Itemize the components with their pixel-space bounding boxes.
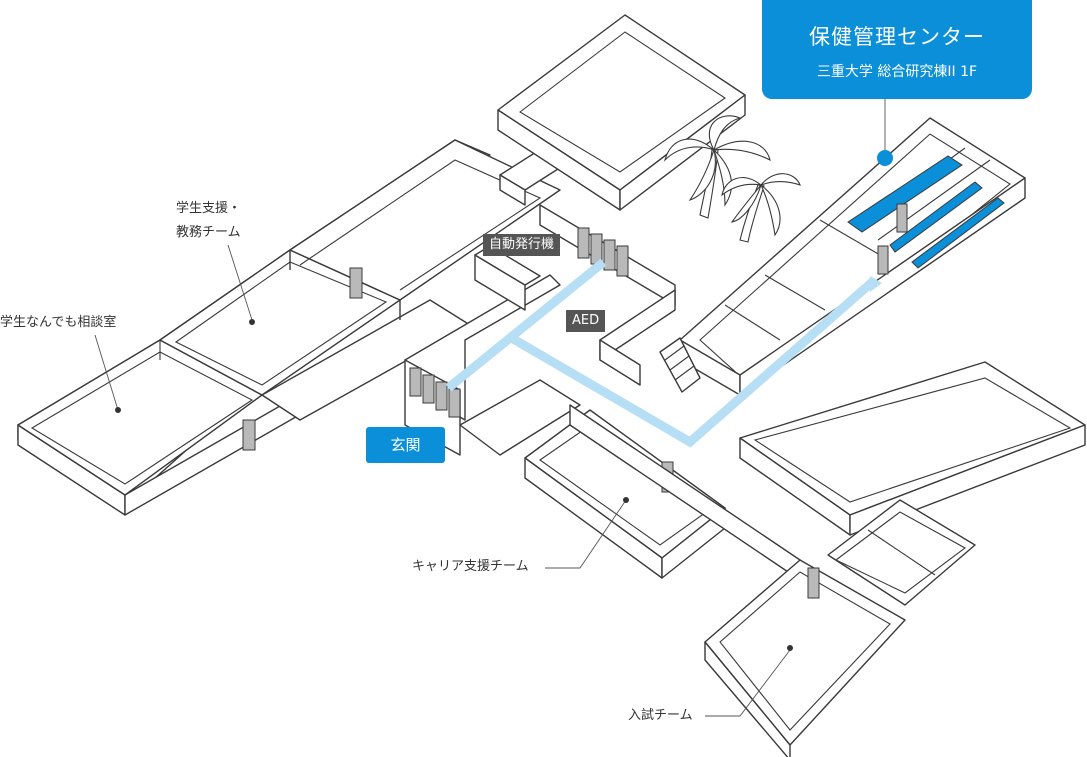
door-left-wing (242, 419, 256, 451)
label-ticket-machine: 自動発行機 (483, 234, 561, 256)
label-admissions: 入試チーム (628, 708, 693, 723)
label-aed: AED (566, 310, 606, 332)
facility-banner: 保健管理センター 三重大学 総合研究棟II 1F (762, 0, 1032, 99)
door-student-support (349, 267, 363, 299)
location-marker-icon (877, 150, 893, 166)
route-to-health-center (508, 277, 877, 448)
facility-location: 三重大学 総合研究棟II 1F (816, 64, 978, 80)
stairs-icon (659, 337, 701, 393)
lower-right-building (704, 361, 1086, 757)
entrance-block (404, 274, 581, 456)
left-wing (17, 139, 561, 516)
label-consultation-room: 学生なんでも相談室 (0, 315, 117, 330)
route-arrow-icon (870, 276, 882, 292)
central-block (474, 139, 676, 386)
palm-tree-icon (663, 115, 801, 243)
health-center-room (847, 155, 963, 233)
label-student-support: 学生支援・ 教務チーム (176, 201, 242, 240)
career-building (524, 404, 801, 581)
label-career-support: キャリア支援チーム (412, 559, 529, 574)
label-entrance: 玄関 (366, 427, 445, 463)
route-entrance (445, 258, 607, 392)
facility-name: 保健管理センター (809, 25, 985, 49)
